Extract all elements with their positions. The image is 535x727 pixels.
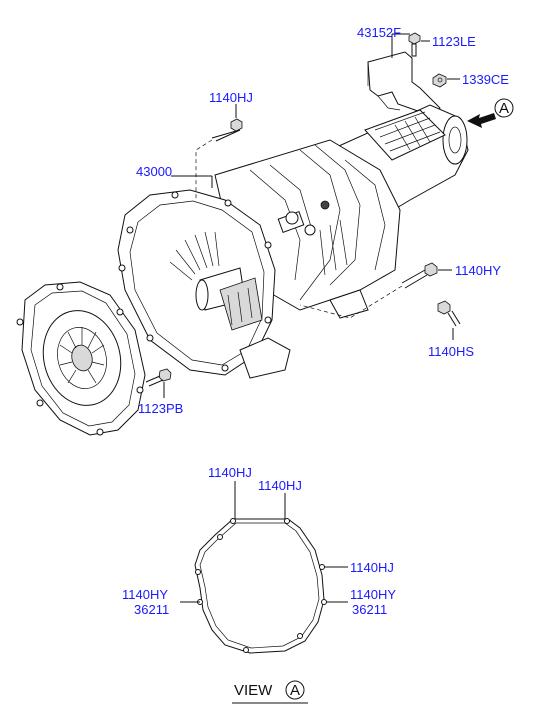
bolt-1140HS (437, 300, 461, 327)
nut-1339CE (432, 73, 447, 88)
view-marker-letter: A (499, 100, 509, 117)
transmission-43000 (117, 104, 469, 379)
clutch-pressure-plate (16, 281, 146, 436)
view-title-text: VIEW (234, 682, 273, 699)
label-1140HY: 1140HY (455, 263, 501, 278)
label-1123PB: 1123PB (138, 401, 183, 416)
bolt-1140HJ-top (211, 118, 243, 142)
view-title-marker: A (290, 682, 300, 699)
label-1140HJ-top: 1140HJ (209, 90, 253, 105)
label-1339CE: 1339CE (462, 72, 509, 87)
label-1123LE: 1123LE (432, 34, 476, 49)
view-a-gasket (194, 518, 327, 654)
view-a-title: VIEW A (232, 680, 308, 704)
label-view-1140HJ-right: 1140HJ (350, 560, 394, 575)
bolt-1123PB (145, 368, 172, 387)
label-view-1140HJ-top-right: 1140HJ (258, 478, 302, 493)
bolt-1140HY (401, 262, 438, 289)
label-43152F: 43152F (357, 25, 401, 40)
label-view-36211-left: 36211 (134, 602, 169, 617)
bolt-1123LE (408, 32, 421, 57)
view-a-arrow: A (467, 98, 514, 128)
label-1140HS: 1140HS (428, 344, 474, 359)
label-view-1140HJ-top-left: 1140HJ (208, 465, 252, 480)
label-view-1140HY-right: 1140HY (350, 587, 396, 602)
label-43000: 43000 (136, 164, 172, 179)
label-view-1140HY-left: 1140HY (122, 587, 168, 602)
label-view-36211-right: 36211 (352, 602, 387, 617)
